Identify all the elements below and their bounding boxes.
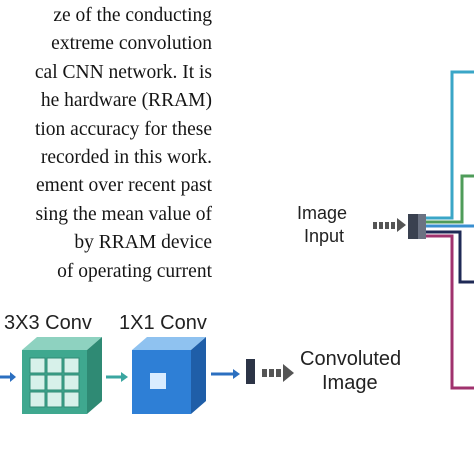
- paragraph-line: by RRAM device: [74, 232, 212, 254]
- paragraph-line: tion accuracy for these: [34, 118, 212, 140]
- conv-link-arrow: [106, 372, 128, 382]
- paragraph-line: sing the mean value of: [35, 203, 212, 225]
- paragraph-line: ement over recent past: [36, 175, 212, 197]
- convoluted-label-line2: Image: [322, 372, 378, 394]
- paragraph-line: ze of the conducting: [53, 5, 212, 26]
- paragraph-line: extreme convolution: [51, 33, 212, 55]
- conv3x3-cube: [22, 337, 102, 414]
- body-paragraph: ze of the conducting extreme convolution…: [0, 2, 212, 286]
- branch-lines: [426, 70, 474, 390]
- paragraph-line: cal CNN network. It is: [34, 61, 212, 83]
- output-link-arrow: [211, 369, 240, 379]
- input-splitter: [408, 214, 426, 239]
- paragraph-line: of operating current: [57, 260, 212, 282]
- output-bar: [246, 359, 255, 384]
- conv1x1-cube: [132, 337, 206, 414]
- paragraph-line: recorded in this work.: [40, 146, 212, 168]
- paragraph-line: he hardware (RRAM): [40, 90, 212, 112]
- conv3x3-label: 3X3 Conv: [4, 312, 92, 334]
- convoluted-label-line1: Convoluted: [300, 348, 402, 370]
- input-striped-arrow: [373, 218, 406, 232]
- image-input-label-line2: Input: [304, 226, 345, 246]
- input-arrow: [0, 372, 16, 382]
- striped-arrow: [262, 364, 294, 382]
- conv1x1-label: 1X1 Conv: [119, 312, 207, 334]
- image-input-label-line1: Image: [297, 203, 348, 223]
